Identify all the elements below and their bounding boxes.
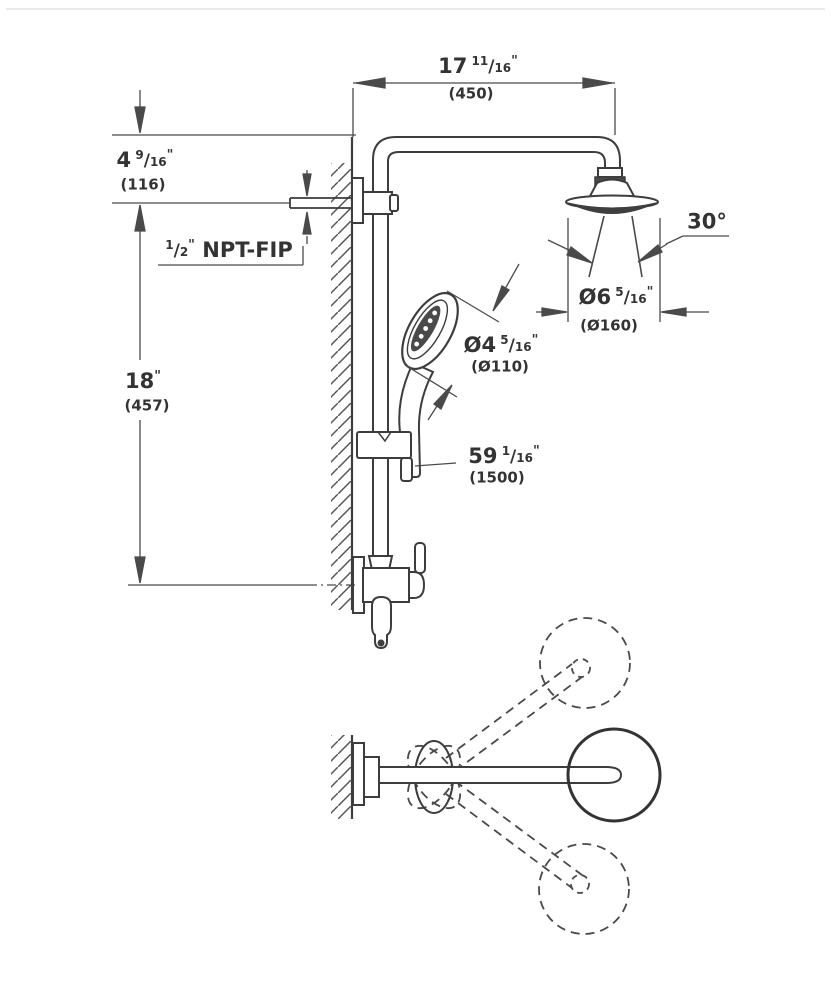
hand-shower-holder (356, 431, 413, 482)
dim-head-diameter-label: Ø6 5/16" (578, 285, 654, 309)
dim-hose-length-label: 59 1/16" (468, 444, 540, 468)
dim-hand-diameter-label: Ø4 5/16" (463, 333, 539, 357)
dim-left-extensions (112, 134, 356, 586)
arrow-up-icon (134, 204, 146, 232)
arrow-icon (637, 243, 663, 263)
dim-hose-leader (414, 462, 457, 467)
wall-hatch-lower (331, 735, 352, 819)
dim-spray-angle (547, 235, 729, 264)
arrow-down-icon (134, 106, 146, 134)
dim-hand-diameter (404, 263, 520, 421)
dim-height-label: 18" (124, 369, 162, 393)
dim-top-width-label: 17 11/16" (438, 54, 518, 78)
arrow-icon (433, 384, 453, 410)
bracket-cap (389, 194, 399, 212)
arrow-right-icon (541, 307, 568, 317)
arrow-up-icon (302, 211, 312, 235)
dim-hand-diameter-metric: (Ø110) (471, 357, 529, 376)
pivot-hub (363, 756, 380, 798)
overhead-shower (565, 167, 659, 278)
diverter-valve (352, 542, 426, 650)
hose-nipple (400, 457, 413, 482)
dim-drop-label: 4 9/16" (116, 148, 174, 172)
holder-notch (377, 431, 392, 443)
dim-head-diameter-metric: (Ø160) (580, 316, 638, 335)
swivel-arm (378, 766, 623, 784)
wall-flange-lower (352, 742, 365, 806)
wall-hatch-upper (331, 163, 352, 610)
npt-label: 1/2" NPT-FIP (165, 238, 293, 262)
spray-angle-label: 30° (687, 209, 727, 234)
npt-leader (158, 246, 304, 266)
dim-drop (134, 90, 146, 134)
dim-height-metric: (457) (124, 396, 170, 415)
head-ball-joint (597, 167, 623, 178)
hand-shower-head (401, 292, 459, 370)
arrow-left-icon (660, 307, 687, 317)
arrow-down-icon (302, 173, 312, 197)
spray-lines (588, 215, 643, 278)
head-circle-top-view (566, 727, 662, 823)
dim-top-width-metric: (450) (448, 84, 494, 103)
dim-top-width (352, 77, 616, 137)
arrow-down-icon (134, 556, 146, 584)
head-disc-underside (566, 202, 658, 214)
arrow-right-icon (582, 77, 613, 89)
dim-height (134, 204, 146, 584)
dim-drop-metric: (116) (120, 175, 166, 194)
shower-riser-pipe (372, 136, 621, 558)
arrow-icon (492, 285, 510, 312)
swivel-arm-view (331, 617, 662, 935)
hose-outlet-tip (377, 639, 385, 647)
valve-right-cap (408, 571, 426, 599)
bracket-clamp (362, 191, 393, 215)
supply-connection (289, 177, 399, 224)
dim-npt (158, 170, 312, 266)
wall-flange-upper (351, 177, 364, 224)
arrow-icon (566, 246, 593, 264)
arrow-left-icon (355, 77, 386, 89)
valve-handle (414, 542, 426, 574)
dim-hose-length-metric: (1500) (469, 468, 525, 487)
dimension-lines (112, 77, 729, 586)
swivel-positions-dashed (406, 617, 631, 935)
head-dome (587, 178, 637, 199)
dim-head-diameter (536, 218, 709, 322)
hose-outlet (371, 595, 392, 650)
